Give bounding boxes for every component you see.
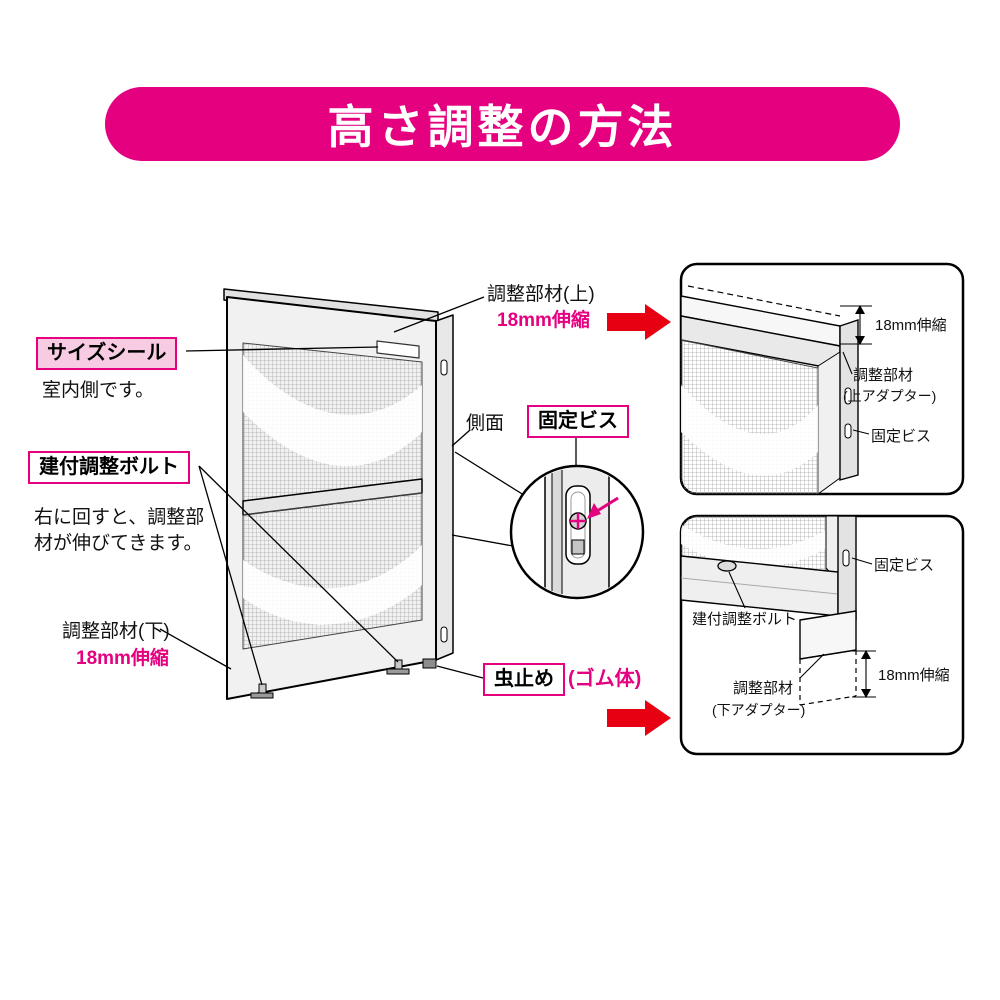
panel-bottom-extend-label: 18mm伸縮 <box>878 667 950 684</box>
indoor-side-label: 室内側です。 <box>42 380 155 401</box>
adjust-member-lower-label: 調整部材(下) <box>62 621 170 642</box>
extend-18mm-upper-label: 18mm伸縮 <box>497 310 590 331</box>
side-screw-slot-top <box>440 359 448 376</box>
fitting-bolt-label: 建付調整ボルト <box>28 451 190 484</box>
bug-stop-label: 虫止め <box>483 663 565 696</box>
panel-bottom-bolt-label: 建付調整ボルト <box>692 611 798 628</box>
fixing-screw-label: 固定ビス <box>527 405 629 438</box>
panel-top-member-label: 調整部材 <box>853 367 914 384</box>
screen-door-drawing <box>223 288 454 700</box>
size-seal-label: サイズシール <box>36 337 178 370</box>
panel-top-screw-slot <box>844 387 852 405</box>
panel-top-extend-label: 18mm伸縮 <box>875 317 947 334</box>
red-arrow-top-icon <box>607 304 671 340</box>
detail-panel-top <box>679 262 965 496</box>
rubber-body-label: (ゴム体) <box>568 668 642 690</box>
magenta-pointer-arrow <box>587 496 619 519</box>
page-title: 高さ調整の方法 <box>327 101 678 153</box>
adjuster-bolt-left <box>250 683 274 699</box>
adjust-member-upper-label: 調整部材(上) <box>487 284 595 305</box>
panel-bottom-screw-slot <box>842 549 850 567</box>
bug-stop-rubber <box>422 658 437 669</box>
turn-note-line1: 右に回すと、調整部 <box>34 507 205 528</box>
dimension-18mm-top <box>840 305 872 345</box>
extend-18mm-lower-label: 18mm伸縮 <box>76 648 169 669</box>
size-seal-sticker <box>376 340 420 359</box>
red-arrow-bottom-icon <box>607 700 671 736</box>
turn-note-line2: 材が伸びてきます。 <box>34 533 203 554</box>
title-banner: 高さ調整の方法 <box>105 87 900 161</box>
adjuster-bolt-right <box>386 659 410 675</box>
dimension-18mm-bottom <box>852 650 876 698</box>
panel-bottom-screw-label: 固定ビス <box>874 557 935 574</box>
callout-lines <box>159 296 577 686</box>
panel-top-screw-label: 固定ビス <box>871 428 932 445</box>
panel-bottom-adapter-label: (下アダプター) <box>712 702 806 718</box>
panel-bottom-member-label: 調整部材 <box>733 680 794 697</box>
fitting-bolt-head <box>717 560 737 572</box>
side-face-label: 側面 <box>466 413 505 434</box>
panel-top-adapter-label: (上アダプター) <box>843 388 937 404</box>
detail-panel-bottom <box>679 514 965 756</box>
magnifier-callout <box>509 464 645 600</box>
side-screw-slot-bottom <box>440 626 448 643</box>
